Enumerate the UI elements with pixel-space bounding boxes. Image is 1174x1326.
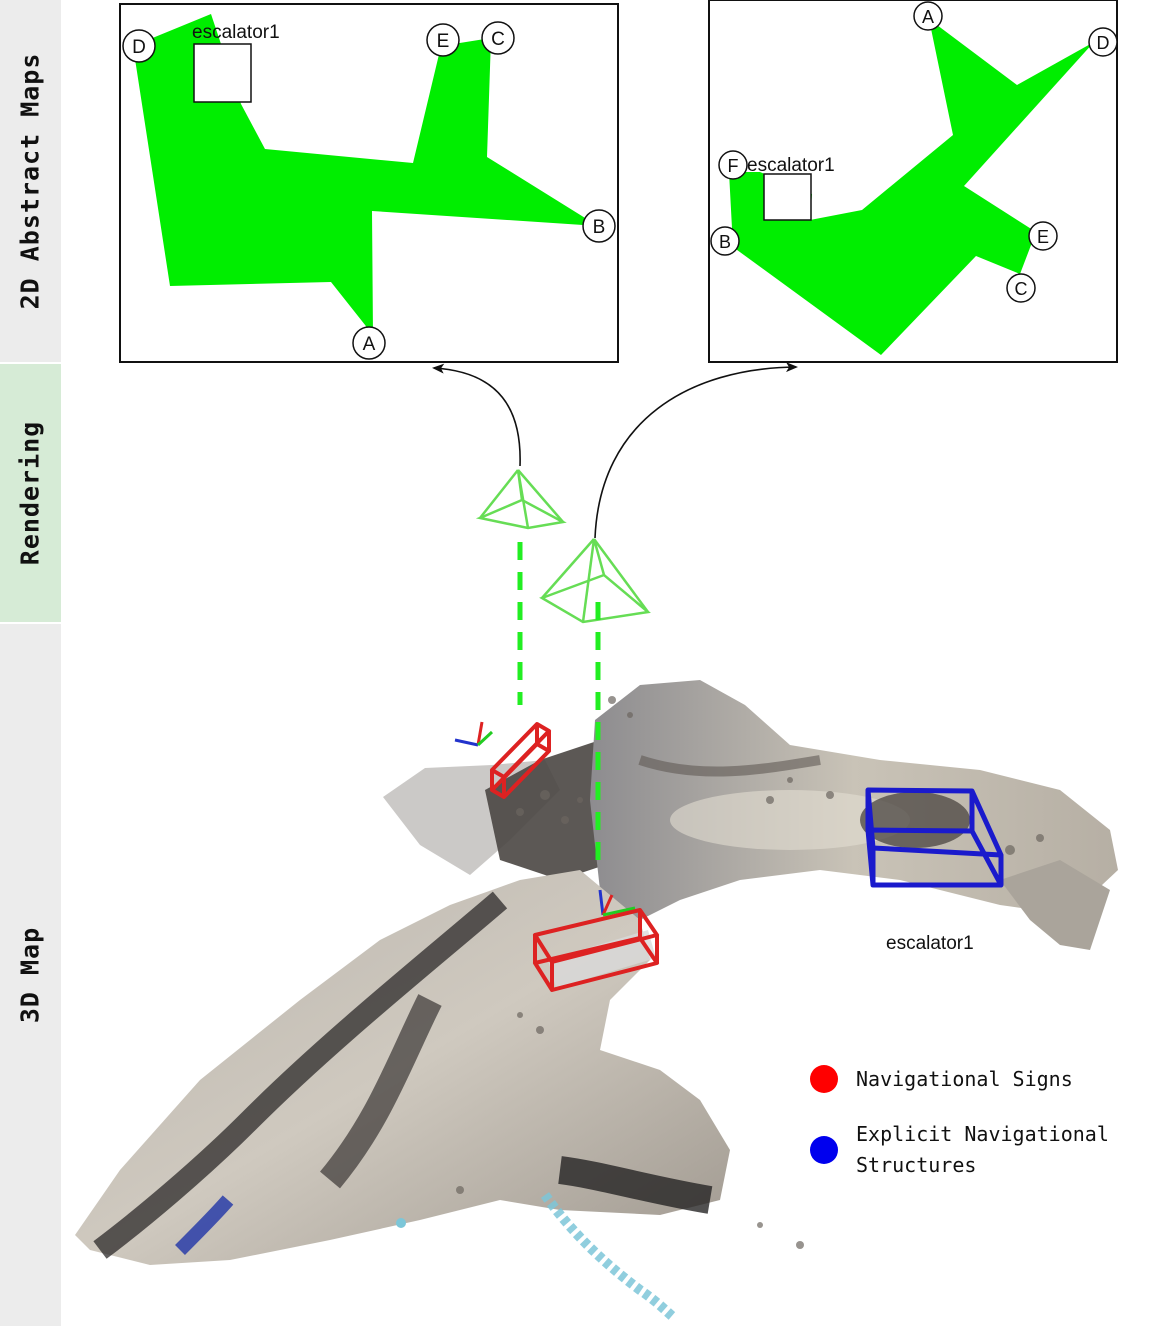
abstract-map-right: escalator1 A D F B E C bbox=[708, 0, 1118, 363]
svg-text:Navigational Signs: Navigational Signs bbox=[856, 1067, 1073, 1091]
panel-3d-map: 3D Map bbox=[0, 624, 61, 1326]
node-a: A bbox=[913, 1, 943, 31]
node-c: C bbox=[481, 21, 515, 55]
point-cloud-map bbox=[75, 680, 1118, 1320]
node-a: A bbox=[352, 326, 386, 360]
escalator-box bbox=[193, 43, 252, 103]
render-arrow-left bbox=[432, 363, 521, 467]
svg-text:C: C bbox=[491, 29, 505, 50]
svg-text:F: F bbox=[728, 156, 739, 176]
cloud-highlight bbox=[670, 790, 910, 850]
svg-text:D: D bbox=[1097, 33, 1110, 53]
cloud-scattered-points bbox=[456, 696, 1044, 1249]
escalator-label: escalator1 bbox=[192, 22, 280, 43]
navigational-sign-box-2 bbox=[533, 908, 659, 992]
node-e: E bbox=[426, 23, 460, 57]
svg-text:B: B bbox=[719, 232, 731, 252]
cloud-dark-stripe bbox=[638, 755, 821, 777]
panel-2d-abstract-maps: 2D Abstract Maps bbox=[0, 0, 61, 362]
svg-text:E: E bbox=[1037, 227, 1049, 247]
node-e: E bbox=[1028, 221, 1058, 251]
svg-text:A: A bbox=[363, 334, 376, 355]
node-d: D bbox=[122, 29, 156, 63]
escalator-box bbox=[763, 173, 812, 221]
svg-text:E: E bbox=[437, 31, 450, 52]
cloud-dark-stripe bbox=[93, 891, 508, 1259]
cloud-dark-stripe bbox=[320, 994, 442, 1189]
cloud-right-tail bbox=[1000, 860, 1110, 950]
escalator-label-3d: escalator1 bbox=[886, 933, 974, 954]
node-b: B bbox=[710, 226, 740, 256]
node-d: D bbox=[1088, 27, 1118, 57]
camera-frustum-1 bbox=[475, 469, 567, 530]
svg-text:D: D bbox=[132, 37, 146, 58]
svg-text:C: C bbox=[1015, 279, 1028, 299]
legend-swatch bbox=[810, 1136, 838, 1164]
node-f: F bbox=[718, 150, 748, 180]
render-arrow-right bbox=[594, 362, 798, 539]
svg-text:Structures: Structures bbox=[856, 1153, 976, 1177]
explicit-structure-box bbox=[860, 787, 1004, 888]
escalator-label: escalator1 bbox=[747, 155, 835, 176]
cloud-cyan-dot bbox=[396, 1218, 406, 1228]
legend: Navigational Signs Explicit Navigational… bbox=[810, 1065, 1109, 1177]
legend-swatch bbox=[810, 1065, 838, 1093]
svg-text:A: A bbox=[922, 7, 934, 27]
panel-rendering: Rendering bbox=[0, 364, 61, 622]
cloud-cyan-points bbox=[540, 1192, 676, 1320]
camera-frustum-2 bbox=[539, 538, 651, 624]
free-space-region bbox=[729, 19, 1094, 355]
svg-text:B: B bbox=[593, 217, 606, 238]
legend-item-explicit-structures: Explicit Navigational Structures bbox=[810, 1122, 1109, 1177]
cloud-blue-points bbox=[175, 1195, 234, 1255]
axis-gizmo-1 bbox=[454, 721, 494, 747]
node-b: B bbox=[582, 209, 616, 243]
axis-gizmo-2 bbox=[598, 889, 636, 917]
cloud-dark-stripe bbox=[558, 1156, 713, 1214]
free-space-region bbox=[133, 14, 598, 335]
legend-item-navigational-signs: Navigational Signs bbox=[810, 1065, 1073, 1093]
svg-text:Explicit Navigational: Explicit Navigational bbox=[856, 1122, 1109, 1146]
abstract-map-left: escalator1 D E C B A bbox=[119, 3, 619, 363]
node-c: C bbox=[1006, 273, 1036, 303]
navigational-sign-box-1 bbox=[490, 722, 551, 799]
